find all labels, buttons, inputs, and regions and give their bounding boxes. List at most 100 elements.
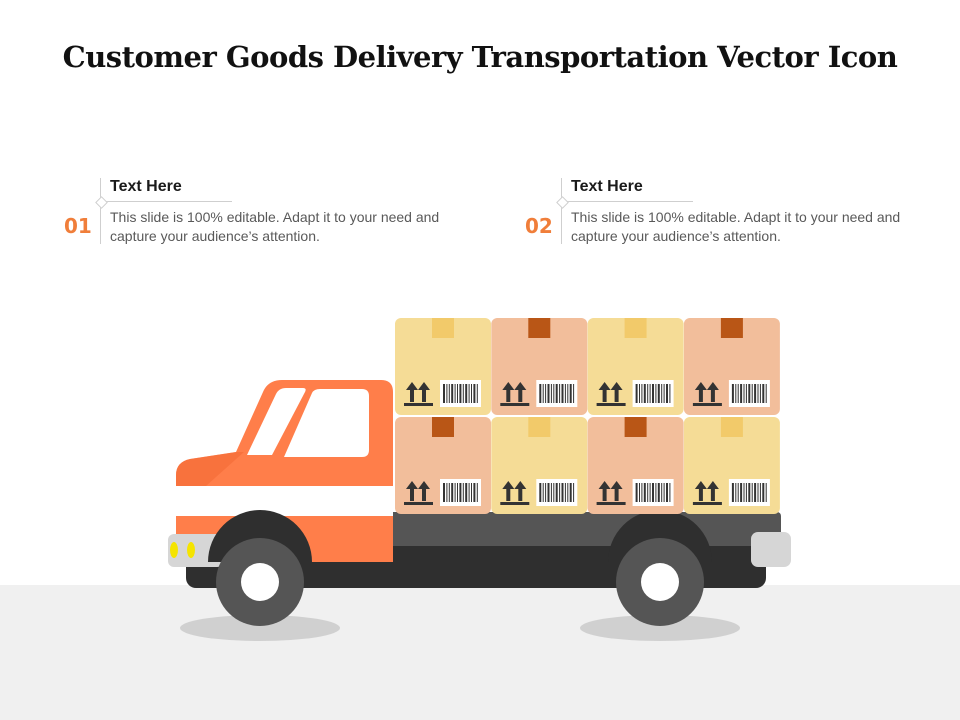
barcode-bar	[567, 384, 569, 403]
barcode-bar	[748, 384, 751, 403]
arrow-base	[596, 403, 626, 406]
barcode-bar	[457, 483, 458, 502]
wheel-shadow	[580, 615, 740, 641]
info-point-1: 01 Text Here This slide is 100% editable…	[64, 176, 464, 256]
barcode-bar	[731, 483, 734, 502]
barcode-bar	[545, 483, 547, 502]
arrow-stem	[422, 489, 426, 501]
barcode-bar	[550, 483, 552, 502]
barcode-bar	[443, 384, 445, 403]
barcode-bar	[639, 384, 640, 403]
barcode-bar	[762, 483, 765, 502]
this-side-up-icon	[692, 481, 722, 505]
barcode-bar	[468, 483, 470, 502]
arrow-up-icon	[502, 382, 515, 390]
cargo-boxes	[395, 318, 780, 514]
box-tape	[432, 318, 454, 338]
rear-bumper	[751, 532, 791, 567]
barcode-bar	[468, 384, 470, 403]
barcode-bar	[765, 483, 767, 502]
arrow-stem	[518, 489, 523, 501]
cargo-bed	[386, 512, 781, 546]
barcode-bar	[759, 384, 761, 403]
arrow-stem	[710, 489, 715, 501]
arrow-up-icon	[694, 481, 707, 489]
barcode-bar	[471, 384, 472, 403]
arrow-base	[404, 403, 433, 406]
barcode-bar	[657, 483, 660, 502]
arrow-base	[404, 502, 433, 505]
arrow-stem	[506, 390, 511, 402]
barcode-bar	[735, 384, 737, 403]
barcode-bar	[641, 384, 643, 403]
barcode-bar	[655, 483, 657, 502]
barcode-bar	[473, 483, 476, 502]
barcode-bar	[454, 483, 456, 502]
barcode-bar	[751, 483, 753, 502]
barcode-bar	[757, 483, 759, 502]
barcode-bar	[542, 384, 544, 403]
barcode-bar	[569, 384, 572, 403]
box-tape	[624, 318, 647, 338]
barcode-bar	[669, 483, 671, 502]
barcode-bar	[553, 483, 555, 502]
arrow-up-icon	[598, 382, 611, 390]
box-tape	[720, 318, 743, 338]
barcode-bar	[635, 483, 638, 502]
barcode-bar	[754, 384, 757, 403]
barcode-icon	[536, 380, 578, 407]
cargo-box	[587, 318, 684, 415]
arrow-up-icon	[610, 481, 623, 489]
arrow-up-icon	[418, 382, 430, 390]
barcode-bar	[647, 483, 649, 502]
cargo-box	[491, 417, 588, 514]
arrow-base	[692, 502, 722, 505]
this-side-up-icon	[404, 382, 433, 406]
box-tape	[528, 417, 551, 437]
box-tape	[720, 417, 743, 437]
barcode-bar	[669, 384, 671, 403]
barcode-bar	[639, 483, 640, 502]
box-tape	[528, 318, 551, 338]
barcode-bar	[459, 384, 462, 403]
barcode-bar	[547, 384, 550, 403]
barcode-icon	[440, 380, 481, 407]
arrow-up-icon	[514, 382, 527, 390]
barcode-bar	[757, 384, 759, 403]
barcode-bar	[555, 384, 558, 403]
barcode-bar	[559, 384, 561, 403]
arrow-stem	[698, 390, 703, 402]
barcode-bar	[545, 384, 547, 403]
barcode-bar	[754, 483, 757, 502]
barcode-bar	[459, 483, 462, 502]
arrow-up-icon	[406, 382, 418, 390]
barcode-bar	[745, 483, 747, 502]
barcode-bar	[465, 483, 468, 502]
barcode-bar	[561, 483, 564, 502]
barcode-bar	[657, 384, 660, 403]
barcode-bar	[743, 483, 745, 502]
this-side-up-icon	[692, 382, 722, 406]
arrow-up-icon	[706, 481, 719, 489]
barcode-bar	[731, 384, 734, 403]
point-description: This slide is 100% editable. Adapt it to…	[571, 209, 901, 244]
arrow-stem	[698, 489, 703, 501]
arrow-base	[596, 502, 626, 505]
headlight-icon	[187, 542, 195, 558]
barcode-bar	[765, 384, 767, 403]
arrow-up-icon	[706, 382, 719, 390]
barcode-bar	[476, 483, 478, 502]
barcode-bar	[740, 384, 743, 403]
divider-vertical	[561, 178, 562, 244]
barcode-bar	[443, 483, 445, 502]
barcode-bar	[661, 384, 663, 403]
arrow-stem	[410, 489, 414, 501]
barcode-bar	[564, 384, 566, 403]
barcode-bar	[561, 384, 564, 403]
barcode-bar	[473, 384, 476, 403]
barcode-bar	[451, 384, 454, 403]
point-heading: Text Here	[571, 178, 643, 195]
ground	[0, 585, 960, 720]
box-tape	[432, 417, 454, 437]
barcode-bar	[661, 483, 663, 502]
